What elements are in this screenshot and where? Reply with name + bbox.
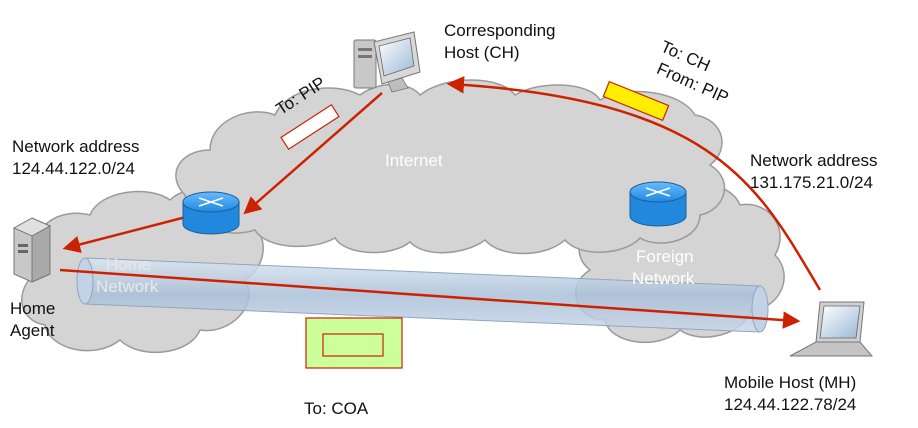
- tunnel-arrow: [59, 268, 801, 329]
- foreign-network-address-label: Network address 131.175.21.0/24: [750, 151, 878, 192]
- ch-to-router-arrow: [243, 92, 383, 215]
- computer-icon: [353, 31, 421, 93]
- laptop-icon: [789, 301, 874, 357]
- to-coa-label: To: COA: [304, 399, 369, 418]
- home-agent-label: Home Agent: [10, 299, 56, 340]
- mobile-host-label: Mobile Host (MH) 124.44.122.78/24: [724, 373, 857, 414]
- router-icon: [182, 191, 240, 235]
- corresponding-host-label: Corresponding Host (CH): [444, 21, 556, 62]
- packet-to-ch: [602, 80, 670, 122]
- internet-label: Internet: [385, 151, 443, 170]
- server-icon: [12, 217, 52, 283]
- mh-to-ch-arrow: [446, 76, 822, 291]
- home-network-label: Home Network: [96, 255, 159, 296]
- packet-to-coa: [305, 317, 403, 369]
- foreign-network-label: Foreign Network: [632, 247, 695, 288]
- home-network-address-label: Network address 124.44.122.0/24: [12, 137, 140, 178]
- router-to-home-agent-arrow: [62, 215, 187, 253]
- packet-to-pip: [280, 103, 340, 151]
- router-icon: [629, 181, 687, 227]
